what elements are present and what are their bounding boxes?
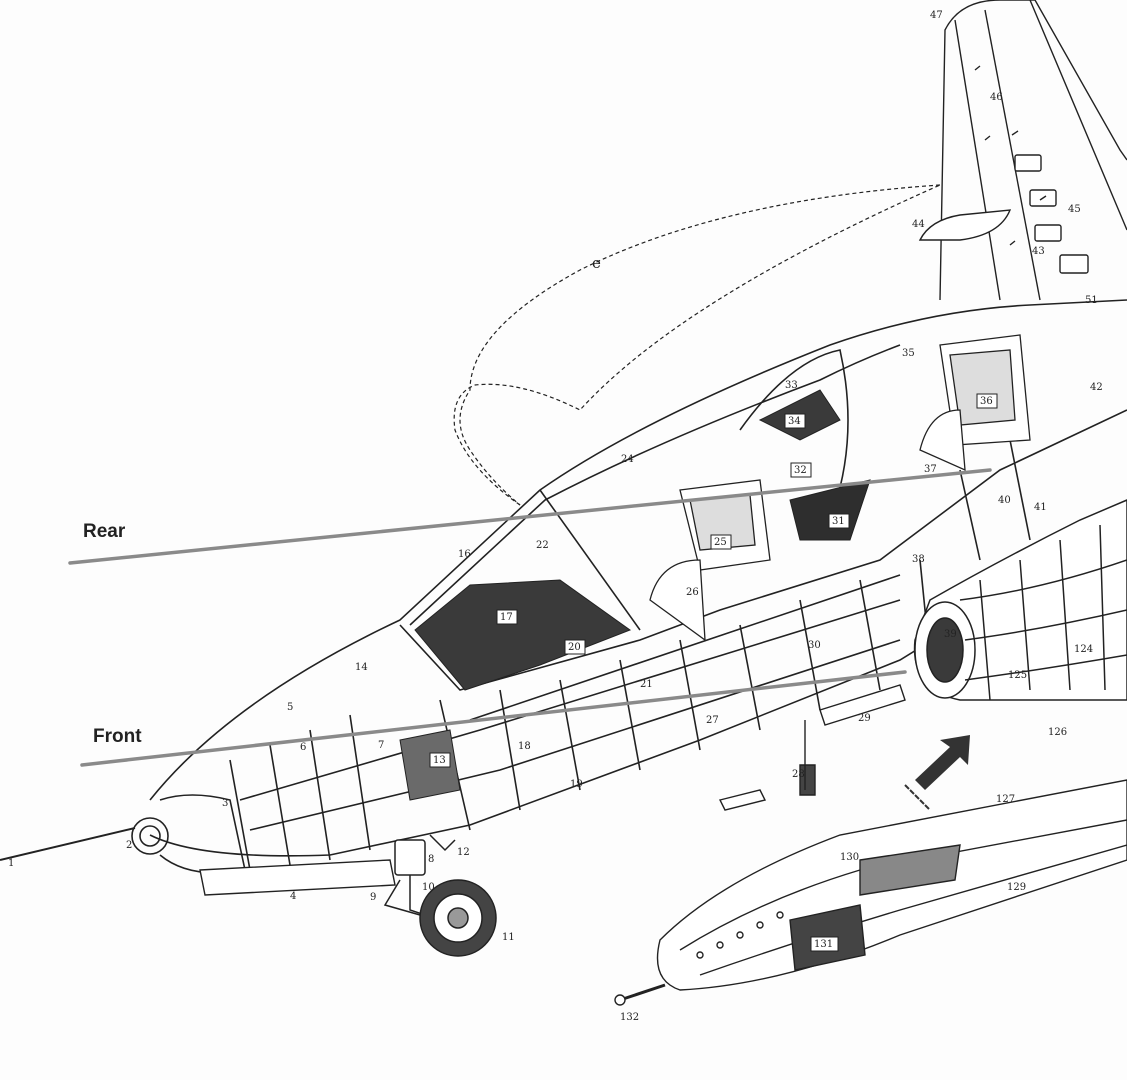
part-number-box xyxy=(564,639,586,655)
part-number-126: 126 xyxy=(1048,727,1067,738)
part-number-box xyxy=(710,534,732,550)
cockpit-shading xyxy=(399,389,871,801)
part-number-11: 11 xyxy=(502,932,515,943)
fuselage xyxy=(131,299,1127,874)
part-number-130: 130 xyxy=(840,852,859,863)
part-number-45: 45 xyxy=(1068,204,1081,215)
part-number-40: 40 xyxy=(998,495,1011,506)
part-number-14: 14 xyxy=(355,662,368,673)
ejection-seats xyxy=(649,334,1031,642)
part-number-3: 3 xyxy=(222,798,228,809)
part-number-43: 43 xyxy=(1032,246,1045,257)
part-number-36: 36 xyxy=(980,396,993,407)
rear-label: Rear xyxy=(83,521,126,542)
part-number-42: 42 xyxy=(1090,382,1103,393)
part-number-47: 47 xyxy=(930,10,943,21)
front-pointer-line xyxy=(80,670,907,767)
stray-letter: e xyxy=(592,254,601,272)
part-number-box xyxy=(828,513,850,529)
part-number-9: 9 xyxy=(370,892,376,903)
part-number-26: 26 xyxy=(686,587,699,598)
part-number-10: 10 xyxy=(422,882,435,893)
part-number-box xyxy=(976,393,998,409)
part-number-2: 2 xyxy=(126,840,132,851)
canopy-open-arc xyxy=(453,184,941,506)
part-number-31: 31 xyxy=(832,516,845,527)
part-number-131: 131 xyxy=(814,939,833,950)
part-number-51: 51 xyxy=(1085,295,1098,306)
part-number-39: 39 xyxy=(944,629,957,640)
part-number-44: 44 xyxy=(912,219,925,230)
part-number-37: 37 xyxy=(924,464,937,475)
part-number-38: 38 xyxy=(912,554,925,565)
part-number-34: 34 xyxy=(788,416,801,427)
part-number-29: 29 xyxy=(858,713,871,724)
part-number-32: 32 xyxy=(794,465,807,476)
part-number-24: 24 xyxy=(621,454,634,465)
part-number-box xyxy=(784,413,806,429)
part-number-20: 20 xyxy=(568,642,581,653)
part-number-46: 46 xyxy=(990,92,1003,103)
part-number-41: 41 xyxy=(1034,502,1047,513)
part-number-21: 21 xyxy=(640,679,653,690)
tail-fin xyxy=(918,0,1127,301)
gun-pod xyxy=(614,779,1127,1006)
part-number-13: 13 xyxy=(433,755,446,766)
part-number-127: 127 xyxy=(996,794,1015,805)
part-number-box xyxy=(810,936,839,952)
part-number-12: 12 xyxy=(457,847,470,858)
part-number-125: 125 xyxy=(1008,670,1027,681)
part-number-129: 129 xyxy=(1007,882,1026,893)
part-number-27: 27 xyxy=(706,715,719,726)
part-number-1: 1 xyxy=(8,858,14,869)
part-number-17: 17 xyxy=(500,612,513,623)
part-number-25: 25 xyxy=(714,537,727,548)
part-number-19: 19 xyxy=(570,779,583,790)
part-number-7: 7 xyxy=(378,740,384,751)
part-number-6: 6 xyxy=(300,742,306,753)
belly-and-pitot xyxy=(0,684,906,896)
part-number-18: 18 xyxy=(518,741,531,752)
part-number-124: 124 xyxy=(1074,644,1093,655)
part-number-4: 4 xyxy=(290,891,296,902)
part-number-box xyxy=(496,609,518,625)
part-number-35: 35 xyxy=(902,348,915,359)
part-number-22: 22 xyxy=(536,540,549,551)
part-number-33: 33 xyxy=(785,380,798,391)
part-number-box xyxy=(429,752,451,768)
direction-arrow xyxy=(904,735,970,810)
part-number-8: 8 xyxy=(428,854,434,865)
front-label: Front xyxy=(93,726,142,747)
pointer-lines xyxy=(68,468,992,767)
part-number-5: 5 xyxy=(287,702,293,713)
part-number-28: 28 xyxy=(792,769,805,780)
engine-intake xyxy=(913,499,1127,701)
rear-pointer-line xyxy=(68,468,992,565)
part-number-132: 132 xyxy=(620,1012,639,1023)
part-number-box xyxy=(790,462,812,478)
part-number-16: 16 xyxy=(458,549,471,560)
part-number-30: 30 xyxy=(808,640,821,651)
nose-gear xyxy=(383,834,497,957)
